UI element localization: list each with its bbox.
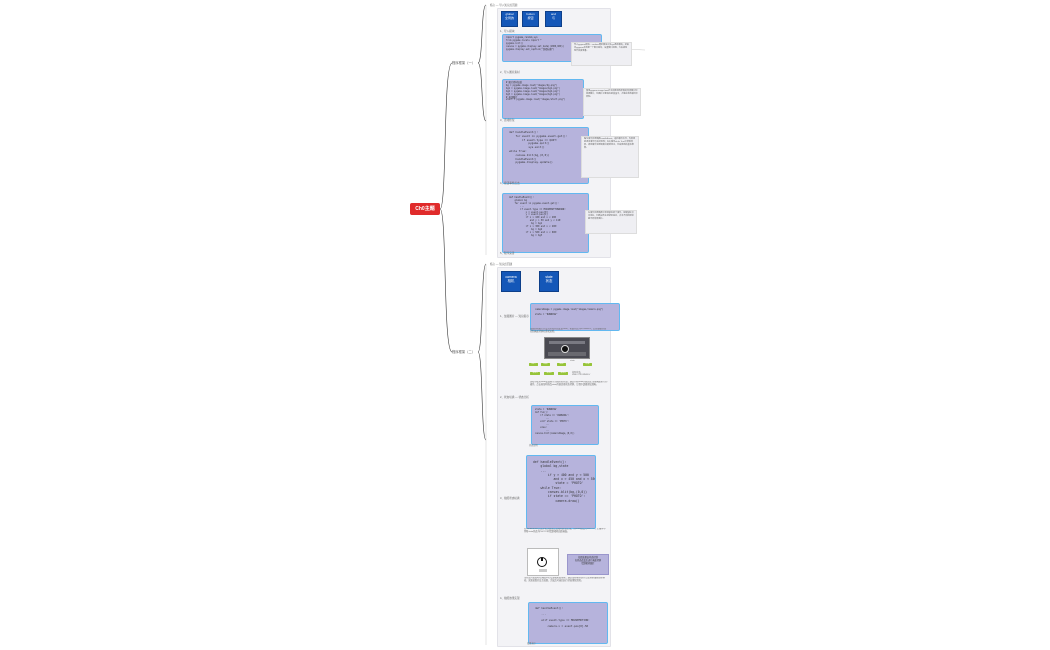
section-label: 2、状态切换 — 状态分析 [500,396,529,399]
section-label: 1、导入模块 [500,30,515,33]
section-label: 4、按钮事件点击 [500,182,520,185]
code-block-framework: def handleEvent(): for event in pygame.e… [502,127,589,184]
camera-preview [527,548,559,576]
code-block-photo-state: def handleEvent(): global bg,state ... i… [526,455,596,529]
state-tag: 运行 [529,363,538,367]
section-label: 3、拍照状态切换 [500,497,520,500]
callout-photo-effect: 拍照效果由状态控制 在状态改变后进行画面切换 绘制相机图片 [567,554,609,575]
section-label: 4、拍照效果实现 [500,597,520,600]
state-tag: 状态3 [558,372,568,376]
code-block-photo-effect: def handleEvent(): ... elif event.type =… [528,602,608,644]
desc-photo-state: 在handleEvent方法中检测鼠标点击相机按钮区域，将state修改为PHO… [524,528,606,533]
camera-icon [539,569,547,572]
keyword-state-box: state 状态 [539,271,559,292]
keyword-and-box: and 与 [545,11,562,27]
note-button-event: 在事件处理函数中检测鼠标按下事件，获取鼠标点击坐标，判断是否在按钮区域内，点击不… [585,210,637,234]
section-label: 1、加载图片 — 知识提示 [500,315,529,318]
root-topic[interactable]: Ch0主题 [410,203,440,215]
state-tag: 拍照 [541,363,550,367]
code-block-load-camera: cameraImage = pygame.image.load("images/… [530,303,620,331]
section-label: 2、导入图片素材 [500,71,520,74]
desc-load-camera: 加载相机图片并设置游戏状态变量state，初始状态为RUNNING，后续根据状态… [530,328,607,333]
code-block-state: state = 'RUNNING'def fun(): if state == … [531,405,599,445]
part2-intro[interactable]: 核心 — 知识点回顾 [490,263,513,266]
note-import: 导入pygame模块、random随机模块以及sys系统模块，初始化pygame… [571,42,632,66]
section-label: 5、程序完善 [500,252,515,255]
state-label: 拍照状态 [572,372,581,374]
keyword-button-box: button 按钮 [522,11,539,27]
desc-photo-effect: 当状态为拍照时在画面中心绘制相机取景框，通过鼠标移动事件让取景框跟随鼠标移动，实… [524,577,605,582]
state-tag: 状态1 [530,372,540,376]
part1-intro[interactable]: 核心 — 导入知识点回顾 [490,4,518,7]
note-framework: 编写事件处理函数handleEvent，遍历事件队列，当检测到退出事件时关闭游戏… [581,136,639,178]
branch-part1[interactable]: 程序框架（一） [452,61,476,65]
state-tag: 状态2 [544,372,554,376]
game-screenshot [544,337,590,359]
section-label: 3、游戏框架 [500,119,515,122]
state-label: state = 'RUNNING' [572,374,591,376]
keyword-global-box: global 全局的 [501,11,518,27]
caption-photo-effect: 效果演示 [527,643,536,645]
note-images: 使用pygame.image.load方法加载游戏所需的背景图片和按钮图片，将图… [583,88,641,116]
desc-state-switch: 游戏中使用state变量表示当前所处状态，通过判断state的值决定当前画面执行… [530,381,608,386]
branch-part2[interactable]: 程序框架（二） [452,350,476,354]
state-tag: 暂停 [557,363,566,367]
state-tag: 结束 [583,363,592,367]
caption-state: 状态说明 [529,445,538,447]
code-block-button-event: def handleEvent(): global bg for event i… [502,193,589,253]
keyword-camera-box: camera 相机 [501,271,521,292]
state-label: state [570,360,575,362]
